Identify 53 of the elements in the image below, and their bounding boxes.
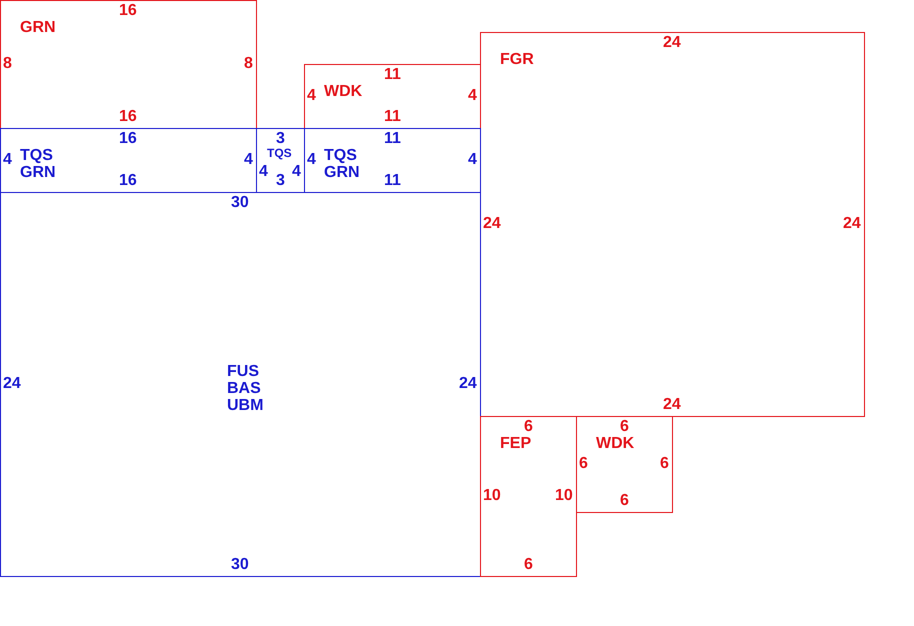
dimension-label: 6 xyxy=(579,456,588,472)
block-label: GRN xyxy=(20,19,57,36)
dimension-label: 24 xyxy=(3,376,21,392)
dimension-label: 4 xyxy=(468,88,477,104)
dimension-label: 24 xyxy=(663,397,681,413)
block-label: TQS GRN xyxy=(324,147,361,181)
block-outline xyxy=(304,128,481,193)
dimension-label: 4 xyxy=(259,164,268,180)
dimension-label: 3 xyxy=(276,131,285,147)
dimension-label: 30 xyxy=(231,557,249,573)
dimension-label: 6 xyxy=(524,419,533,435)
block-label: WDK xyxy=(596,435,636,452)
dimension-label: 8 xyxy=(244,56,253,72)
block-label: FUS BAS UBM xyxy=(227,363,264,414)
block-outline xyxy=(0,0,257,129)
dimension-label: 16 xyxy=(119,109,137,125)
dimension-label: 11 xyxy=(384,173,401,189)
dimension-label: 6 xyxy=(660,456,669,472)
dimension-label: 10 xyxy=(555,488,573,504)
dimension-label: 4 xyxy=(292,164,301,180)
dimension-label: 4 xyxy=(307,88,316,104)
block-outline xyxy=(576,416,673,513)
dimension-label: 11 xyxy=(384,67,401,83)
dimension-label: 4 xyxy=(3,152,12,168)
dimension-label: 4 xyxy=(307,152,316,168)
dimension-label: 6 xyxy=(524,557,533,573)
dimension-label: 16 xyxy=(119,173,137,189)
block-outline xyxy=(304,64,481,129)
block-label: WDK xyxy=(324,83,364,100)
block-label: FEP xyxy=(500,435,532,452)
dimension-label: 16 xyxy=(119,131,137,147)
block-label: FGR xyxy=(500,51,535,68)
dimension-label: 3 xyxy=(276,173,285,189)
dimension-label: 6 xyxy=(620,419,629,435)
dimension-label: 10 xyxy=(483,488,501,504)
dimension-label: 4 xyxy=(244,152,253,168)
block-outline xyxy=(480,416,577,577)
block-outline xyxy=(480,32,865,417)
dimension-label: 24 xyxy=(483,216,501,232)
dimension-label: 11 xyxy=(384,109,401,125)
dimension-label: 30 xyxy=(231,195,249,211)
block-label: TQS GRN xyxy=(20,147,57,181)
dimension-label: 8 xyxy=(3,56,12,72)
block-label: TQS xyxy=(267,147,293,160)
dimension-label: 11 xyxy=(384,131,401,147)
dimension-label: 24 xyxy=(843,216,861,232)
dimension-label: 24 xyxy=(459,376,477,392)
dimension-label: 16 xyxy=(119,3,137,19)
dimension-label: 24 xyxy=(663,35,681,51)
block-outline xyxy=(0,192,481,577)
dimension-label: 6 xyxy=(620,493,629,509)
block-outline xyxy=(0,128,257,193)
dimension-label: 4 xyxy=(468,152,477,168)
